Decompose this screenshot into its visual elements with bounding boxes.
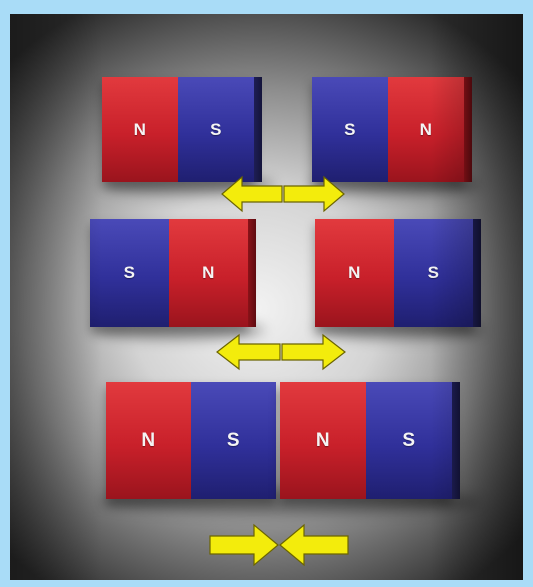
repel-arrows-row1	[221, 175, 345, 213]
pole-label: S	[123, 263, 136, 282]
north-pole: N	[106, 382, 191, 499]
pole-label: S	[344, 119, 356, 139]
pole-label: N	[202, 263, 215, 282]
pole-label: N	[315, 429, 331, 451]
magnet-row2-right: N S	[315, 219, 481, 327]
north-pole: N	[315, 219, 394, 327]
pole-label: N	[419, 119, 433, 139]
right-arrow-icon	[209, 523, 279, 567]
magnet-row1-right: S N	[312, 77, 472, 182]
left-arrow-icon	[279, 523, 349, 567]
attract-arrows-row3	[209, 523, 349, 567]
pole-label: S	[402, 429, 416, 451]
right-arrow-icon	[283, 175, 345, 213]
north-pole: N	[102, 77, 178, 182]
north-pole: N	[280, 382, 366, 499]
south-pole: S	[178, 77, 254, 182]
north-pole: N	[169, 219, 248, 327]
south-pole: S	[394, 219, 473, 327]
south-pole: S	[312, 77, 388, 182]
south-pole: S	[366, 382, 452, 499]
south-pole: S	[191, 382, 276, 499]
magnet-row2-left: S N	[90, 219, 256, 327]
pole-label: N	[348, 263, 361, 282]
left-arrow-icon	[216, 333, 281, 371]
magnet-row3-left: N S	[106, 382, 276, 499]
pole-label: S	[427, 263, 440, 282]
magnet-row1-left: N S	[102, 77, 262, 182]
pole-label: N	[141, 429, 156, 451]
magnet-row3-right: N S	[280, 382, 460, 499]
right-arrow-icon	[281, 333, 346, 371]
pole-label: S	[226, 429, 241, 451]
diagram-frame: N S S N S N N S	[10, 14, 523, 580]
north-pole: N	[388, 77, 464, 182]
left-arrow-icon	[221, 175, 283, 213]
repel-arrows-row2	[216, 333, 346, 371]
pole-label: S	[210, 119, 222, 139]
pole-label: N	[133, 119, 147, 139]
south-pole: S	[90, 219, 169, 327]
